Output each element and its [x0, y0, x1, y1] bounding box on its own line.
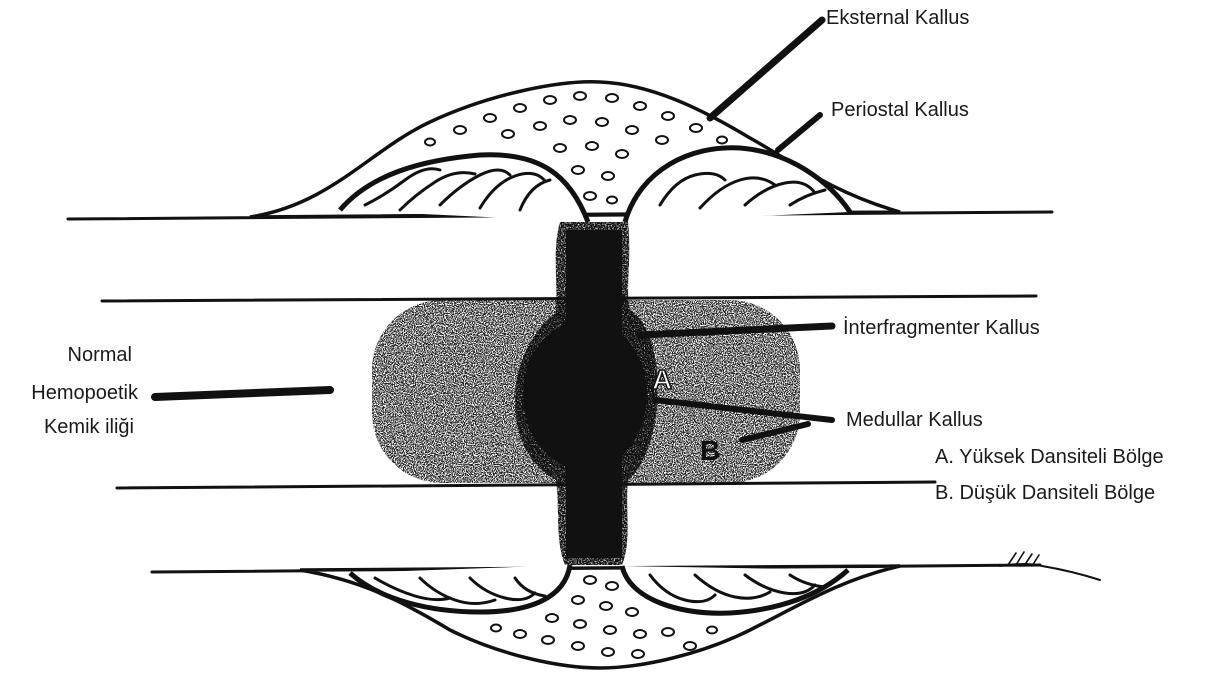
- marker-a: A: [652, 366, 672, 394]
- marker-b: B: [700, 437, 720, 465]
- label-kemik-iligi: Kemik iliği: [20, 417, 134, 437]
- upper-external-callus: [250, 82, 900, 222]
- label-eksternal-kallus: Eksternal Kallus: [826, 8, 969, 28]
- label-medullar-kallus: Medullar Kallus: [846, 410, 983, 430]
- eksternal-pointer: [710, 20, 822, 118]
- lower-external-callus: [300, 565, 900, 668]
- label-normal: Normal: [60, 345, 132, 365]
- hemopoetik-pointer: [155, 390, 330, 397]
- label-interfragmenter-kallus: İnterfragmenter Kallus: [843, 318, 1040, 338]
- label-periostal-kallus: Periostal Kallus: [831, 100, 969, 120]
- label-yuksek-dansiteli: A. Yüksek Dansiteli Bölge: [935, 447, 1164, 467]
- label-dusuk-dansiteli: B. Düşük Dansiteli Bölge: [935, 483, 1155, 503]
- label-hemopoetik: Hemopoetik: [8, 383, 138, 403]
- interfragmenter-callus: [515, 222, 657, 565]
- periostal-pointer: [778, 115, 820, 150]
